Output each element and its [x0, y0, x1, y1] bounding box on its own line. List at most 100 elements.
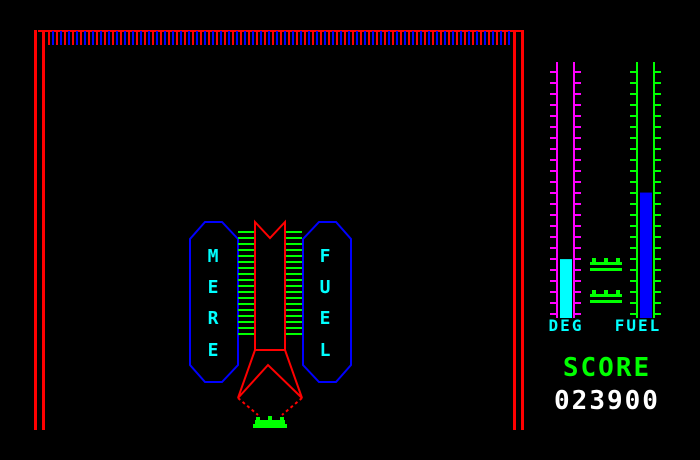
top-stripe [184, 31, 186, 45]
top-border [38, 30, 522, 45]
top-stripe [500, 31, 502, 45]
top-stripe [240, 31, 242, 45]
top-stripe [284, 31, 286, 45]
top-stripe [216, 31, 218, 45]
top-stripe [324, 31, 326, 45]
top-stripe [140, 31, 142, 45]
top-stripe [492, 31, 494, 45]
top-stripe [308, 31, 310, 45]
top-stripe [252, 31, 254, 45]
top-stripe [144, 31, 146, 45]
top-stripe [392, 31, 394, 45]
top-stripe [84, 31, 86, 45]
top-stripe [288, 31, 290, 45]
top-stripe [192, 31, 194, 45]
top-stripe [168, 31, 170, 45]
top-stripe [372, 31, 374, 45]
top-stripe [236, 31, 238, 45]
top-stripe [420, 31, 422, 45]
score-label: SCORE [563, 353, 651, 383]
right-ladder-rungs [285, 231, 302, 335]
top-stripe [480, 31, 482, 45]
top-stripe [360, 31, 362, 45]
top-stripe [88, 31, 90, 45]
top-stripe [136, 31, 138, 45]
top-stripe [96, 31, 98, 45]
left-fuel-tank: M E R E [189, 221, 239, 383]
top-stripe [56, 31, 58, 45]
right-fuel-tank: F U E L [302, 221, 352, 383]
top-stripe [440, 31, 442, 45]
score-value: 023900 [554, 386, 660, 416]
center-rocket [237, 219, 303, 416]
top-stripe [68, 31, 70, 45]
top-stripe [208, 31, 210, 45]
top-stripe [452, 31, 454, 45]
top-stripe [276, 31, 278, 45]
top-stripe [60, 31, 62, 45]
top-stripe [416, 31, 418, 45]
top-stripe [104, 31, 106, 45]
top-stripe [132, 31, 134, 45]
left-wall [34, 30, 45, 430]
top-stripe [268, 31, 270, 45]
top-stripe [228, 31, 230, 45]
top-stripe [468, 31, 470, 45]
top-stripe [388, 31, 390, 45]
top-stripe [220, 31, 222, 45]
top-stripe [352, 31, 354, 45]
top-stripe [272, 31, 274, 45]
top-stripe [128, 31, 130, 45]
left-tank-letter: R [208, 308, 221, 329]
top-stripe [48, 31, 50, 45]
top-stripe [476, 31, 478, 45]
top-stripe [112, 31, 114, 45]
top-stripe [488, 31, 490, 45]
top-stripe [304, 31, 306, 45]
top-stripe [436, 31, 438, 45]
indicator-ship-icon [590, 290, 622, 303]
right-tank-label: F U E L [320, 246, 333, 361]
top-stripe [508, 31, 510, 45]
top-stripe [332, 31, 334, 45]
top-stripe [248, 31, 250, 45]
indicator-ship-icon [590, 258, 622, 271]
top-stripe [376, 31, 378, 45]
top-stripe [108, 31, 110, 45]
top-stripe [204, 31, 206, 45]
top-stripe [460, 31, 462, 45]
top-stripe [496, 31, 498, 45]
top-stripe [292, 31, 294, 45]
top-stripe [160, 31, 162, 45]
deg-gauge [550, 62, 581, 318]
top-stripe [328, 31, 330, 45]
top-stripe [52, 31, 54, 45]
left-tank-letter: E [208, 340, 221, 361]
top-stripe [384, 31, 386, 45]
player-ship-icon [253, 416, 287, 428]
top-stripe [76, 31, 78, 45]
top-stripe [64, 31, 66, 45]
top-stripe [152, 31, 154, 45]
top-stripe [196, 31, 198, 45]
top-stripe [176, 31, 178, 45]
top-stripe [164, 31, 166, 45]
top-stripe [424, 31, 426, 45]
top-stripe [408, 31, 410, 45]
top-stripe [444, 31, 446, 45]
fuel-label: FUEL [615, 316, 662, 335]
top-stripe [472, 31, 474, 45]
top-stripe [412, 31, 414, 45]
right-tank-letter: E [320, 308, 333, 329]
top-stripe [256, 31, 258, 45]
top-stripe [432, 31, 434, 45]
top-stripe [260, 31, 262, 45]
top-stripe [300, 31, 302, 45]
top-stripe [336, 31, 338, 45]
top-stripe [456, 31, 458, 45]
deg-label: DEG [549, 316, 584, 335]
fuel-level-bar [640, 192, 652, 318]
top-stripe [212, 31, 214, 45]
top-stripe [92, 31, 94, 45]
